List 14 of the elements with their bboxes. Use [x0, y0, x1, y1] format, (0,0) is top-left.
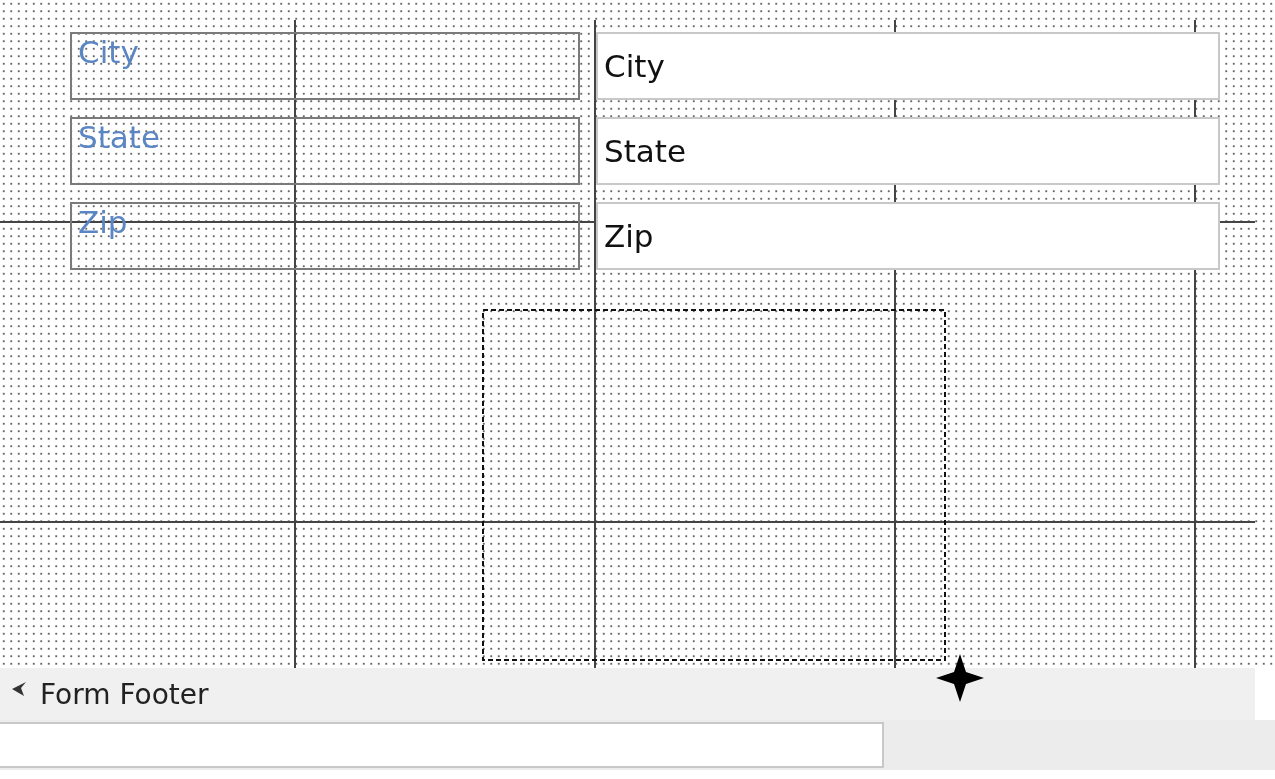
section-bar [0, 668, 1255, 720]
text-field [596, 117, 1220, 185]
field-label [70, 117, 580, 185]
field-text: Zip [604, 218, 654, 254]
section-title: Form Footer [40, 677, 209, 711]
field-text: State [604, 133, 687, 169]
text-field [596, 202, 1220, 270]
selection-rectangle [482, 309, 946, 661]
field-text: State [78, 119, 161, 155]
field-text: City [78, 34, 139, 70]
field-label [70, 32, 580, 100]
field-text: City [604, 48, 665, 84]
field-label [70, 202, 580, 270]
text-field [596, 32, 1220, 100]
